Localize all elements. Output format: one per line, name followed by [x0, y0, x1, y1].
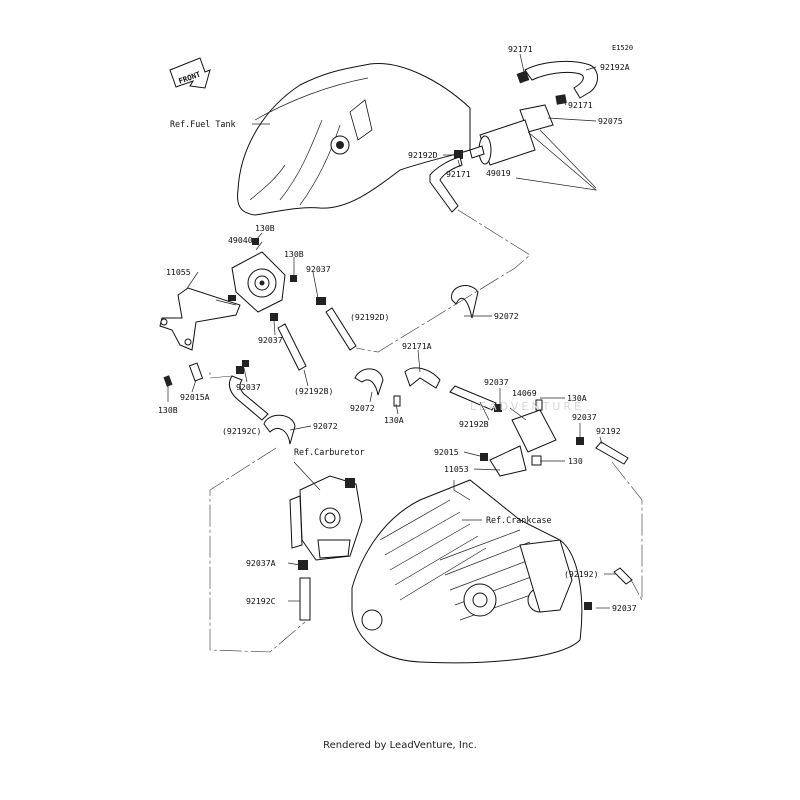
reference-labels: Ref.Fuel Tank Ref.Carburetor Ref.Crankca… [170, 119, 552, 525]
label-92037-a: 92037 [306, 264, 331, 274]
label-92192D: 92192D [408, 150, 438, 160]
label-92015: 92015 [434, 447, 459, 457]
label-92015A: 92015A [180, 392, 210, 402]
label-92037-f: 92037 [612, 603, 637, 613]
fuel-cock-14069 [393, 385, 629, 477]
label-92075: 92075 [598, 116, 623, 126]
label-130: 130 [568, 456, 583, 466]
label-92192B-paren: (92192B) [294, 386, 333, 396]
hoses-left [228, 297, 357, 421]
label-11055: 11055 [166, 267, 191, 277]
front-arrow-icon: FRONT [169, 57, 211, 89]
label-92192C: 92192C [246, 596, 276, 606]
clamps-92072 [263, 285, 479, 445]
carburetor-ref-drawing [289, 475, 363, 621]
hose-routing-lines [209, 209, 643, 653]
label-130A-right: 130A [567, 393, 587, 403]
crankcase-ref-drawing [351, 479, 633, 664]
label-14069: 14069 [512, 388, 537, 398]
label-92171-top: 92171 [508, 44, 533, 54]
leader-lines [167, 53, 616, 609]
label-92192B: 92192B [459, 419, 489, 429]
footer-credit: Rendered by LeadVenture, Inc. [323, 740, 477, 751]
label-92192-paren: (92192) [564, 569, 599, 579]
diagram-code: E1520 [612, 44, 633, 52]
label-92192A: 92192A [600, 62, 630, 72]
part-labels: 92171 92192A 92171 92075 92192D 92171 49… [158, 44, 637, 613]
label-92192D-paren: (92192D) [350, 312, 389, 322]
label-92192C-paren: (92192C) [222, 426, 261, 436]
label-11053: 11053 [444, 464, 469, 474]
watermark: LEADVENTURE [470, 400, 584, 413]
label-130A-mid: 130A [384, 415, 404, 425]
ref-crankcase: Ref.Crankcase [486, 515, 552, 525]
label-92037-b: 92037 [258, 335, 283, 345]
label-92072-right: 92072 [494, 311, 519, 321]
label-130B-mid: 130B [284, 249, 304, 259]
label-92171-right: 92171 [568, 100, 593, 110]
label-92171-mid: 92171 [446, 169, 471, 179]
label-92037-d: 92037 [484, 377, 509, 387]
label-49040: 49040 [228, 235, 253, 245]
fuel-pump-49040 [159, 238, 297, 387]
label-92037-e: 92037 [572, 412, 597, 422]
label-92037A: 92037A [246, 558, 276, 568]
label-130B-top: 130B [255, 223, 275, 233]
label-92171A: 92171A [402, 341, 432, 351]
label-49019: 49019 [486, 168, 511, 178]
label-92072-left: 92072 [313, 421, 338, 431]
fuel-tank-ref-drawing [237, 62, 471, 216]
label-92192: 92192 [596, 426, 621, 436]
ref-carburetor: Ref.Carburetor [294, 447, 365, 457]
ref-fuel-tank: Ref.Fuel Tank [170, 119, 236, 129]
label-92072-mid: 92072 [350, 403, 375, 413]
label-92037-c: 92037 [236, 382, 261, 392]
label-130B-bottom: 130B [158, 405, 178, 415]
